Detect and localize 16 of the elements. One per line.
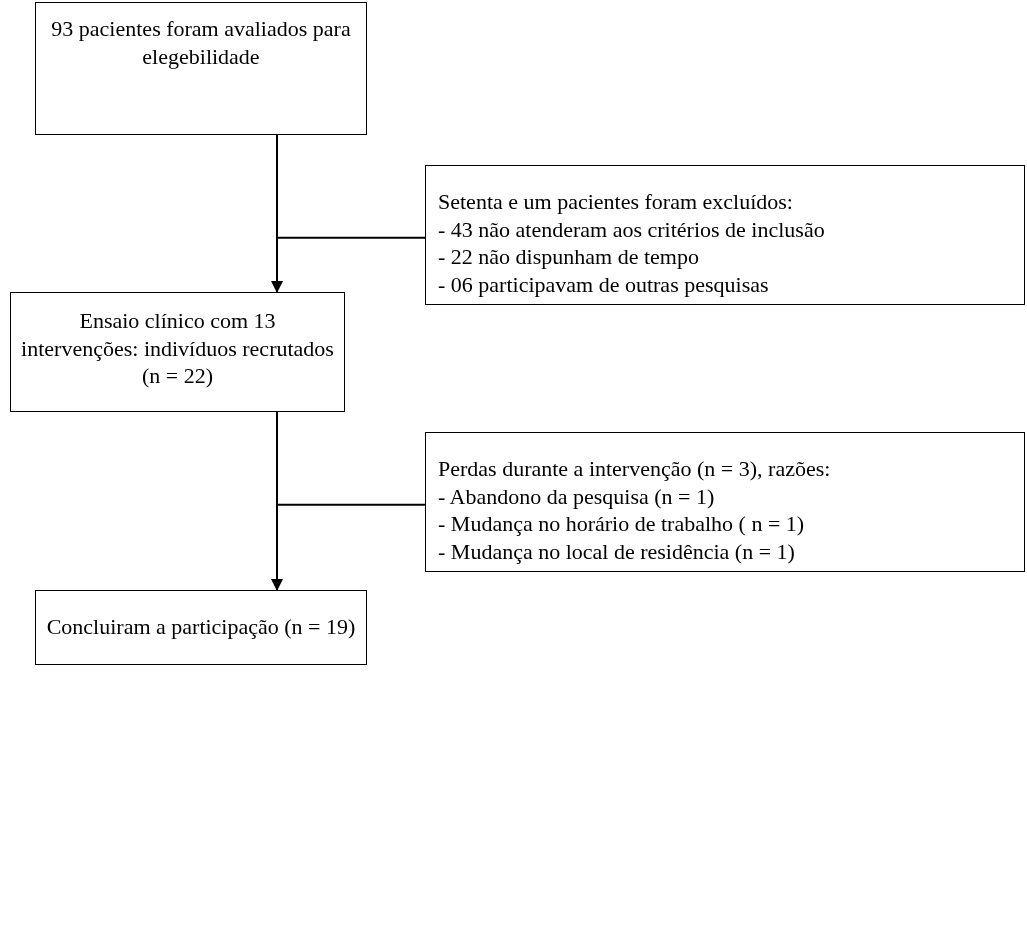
box-text: - Abandono da pesquisa (n = 1) (438, 482, 715, 510)
box-text: - 22 não dispunham de tempo (438, 243, 699, 271)
flow-box (35, 2, 367, 135)
flow-box (10, 292, 345, 412)
box-text: - Mudança no horário de trabalho ( n = 1) (438, 510, 805, 538)
box-text: Concluiram a participação (n = 19) (46, 613, 356, 641)
box-text: - 43 não atenderam aos critérios de inclusão (438, 215, 825, 243)
flow-box (35, 590, 367, 665)
box-text: Setenta e um pacientes foram excluídos: (438, 188, 793, 216)
box-text: Perdas durante a intervenção (n = 3), razões: (438, 455, 831, 483)
flow-box (425, 432, 1025, 572)
box-text: Ensaio clínico com 13 intervenções: indivíduos recrutados (n = 22) (21, 307, 334, 390)
box-text: - 06 participavam de outras pesquisas (438, 270, 769, 298)
box-text: 93 pacientes foram avaliados para elegebilidade (50, 15, 352, 70)
box-text: - Mudança no local de residência (n = 1) (438, 537, 795, 565)
flow-box (425, 165, 1025, 305)
